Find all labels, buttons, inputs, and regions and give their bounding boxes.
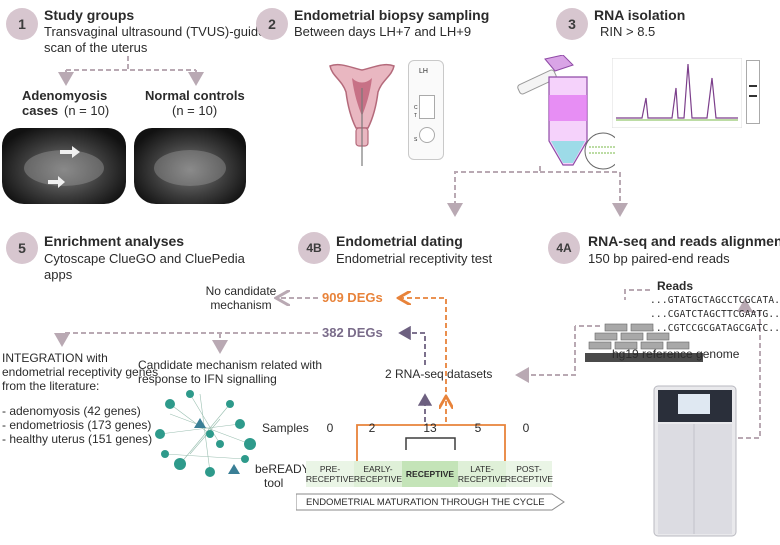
tool-label-line2: tool xyxy=(264,476,284,490)
lh-strip-label: LH xyxy=(419,68,428,75)
read-line-3: ...CGTCCGCGATAGCGATC.... xyxy=(650,323,780,334)
cases-count: (n = 10) xyxy=(64,103,110,118)
stage-receptive: RECEPTIVE xyxy=(402,461,458,487)
stage-pre-receptive: PRE-RECEPTIVE xyxy=(306,461,354,487)
ultrasound-control-image xyxy=(134,128,246,204)
deg382-to-integration-connector xyxy=(54,332,318,354)
stage-late-receptive: LATE-RECEPTIVE xyxy=(458,461,506,487)
receptive-bracket xyxy=(405,437,456,450)
step-4a-badge: 4A xyxy=(548,232,580,264)
step-4a-title: RNA-seq and reads alignment xyxy=(588,233,780,249)
integration-item-adenomyosis: - adenomyosis (42 genes) xyxy=(2,404,141,418)
step-5-badge: 5 xyxy=(6,232,38,264)
samples-label: Samples xyxy=(262,421,309,435)
integration-heading: INTEGRATION with endometrial receptivity… xyxy=(2,351,159,393)
tube-icon xyxy=(517,55,615,170)
step-4b-badge: 4B xyxy=(298,232,330,264)
sequencer-to-reads-connector xyxy=(624,289,761,439)
maturation-arrow xyxy=(296,493,565,511)
arrow-marker-icon xyxy=(60,146,80,158)
step-2-subtitle: Between days LH+7 and LH+9 xyxy=(294,24,472,39)
arrow-marker-icon xyxy=(48,176,65,188)
integration-item-healthy: - healthy uterus (151 genes) xyxy=(2,432,153,446)
strip-mark-c: C xyxy=(414,105,418,111)
step-1-badge: 1 xyxy=(6,8,38,40)
controls-label: Normal controls xyxy=(145,88,245,103)
step-2-badge: 2 xyxy=(256,8,288,40)
count-receptive: 13 xyxy=(423,421,437,435)
strip-mark-s: S xyxy=(414,137,418,143)
count-pre: 0 xyxy=(326,421,334,435)
strip-mark-t: T xyxy=(414,113,418,119)
step-5-title: Enrichment analyses xyxy=(44,233,185,249)
cases-label-line2: cases xyxy=(22,103,59,118)
deg909-arrows xyxy=(400,298,446,422)
alignment-to-datasets-connector xyxy=(515,325,600,383)
candidate-mechanism-label: Candidate mechanism related with respons… xyxy=(138,358,323,386)
sequencer-icon xyxy=(653,385,737,537)
integration-item-endometriosis: - endometriosis (173 genes) xyxy=(2,418,152,432)
network-graph-icon xyxy=(155,390,256,477)
reads-title: Reads xyxy=(657,279,694,293)
stage-early-receptive: EARLY-RECEPTIVE xyxy=(354,461,402,487)
orange-bracket xyxy=(356,424,506,462)
datasets-label: 2 RNA-seq datasets xyxy=(385,367,493,381)
rna-split-connector xyxy=(447,166,628,217)
step-4b-subtitle: Endometrial receptivity test xyxy=(336,251,493,266)
controls-count: (n = 10) xyxy=(172,103,218,118)
group-split-connector xyxy=(58,56,204,86)
stage-post-receptive: POST-RECEPTIVE xyxy=(505,461,553,487)
count-early: 2 xyxy=(368,421,376,435)
step-5-subtitle: Cytoscape ClueGO and CluePedia apps xyxy=(44,251,245,282)
step-4b-title: Endometrial dating xyxy=(336,233,463,249)
step-1-title: Study groups xyxy=(44,7,135,23)
uterus-icon xyxy=(329,63,395,166)
tool-label-line1: beREADY xyxy=(255,462,310,476)
step-1-subtitle: Transvaginal ultrasound (TVUS)-guided sc… xyxy=(44,24,273,55)
gel-lane-icon xyxy=(746,60,760,124)
deg909-label: 909 DEGs xyxy=(322,290,383,305)
no-candidate-label: No candidate mechanism xyxy=(205,284,277,312)
bioanalyzer-trace-icon xyxy=(612,58,742,128)
step-3-title: RNA isolation xyxy=(594,7,686,23)
step-4a-subtitle: 150 bp paired-end reads xyxy=(588,251,730,266)
ultrasound-adenomyosis-image xyxy=(2,128,126,204)
deg382-arrows xyxy=(398,325,433,422)
step-2-title: Endometrial biopsy sampling xyxy=(294,7,490,23)
read-line-2: ...CGATCTAGCTTCGAATG..... xyxy=(650,309,780,320)
lh-test-strip: LH C T S xyxy=(408,60,444,160)
cases-label-line1: Adenomyosis xyxy=(22,88,108,103)
count-post: 0 xyxy=(522,421,530,435)
step-3-badge: 3 xyxy=(556,8,588,40)
read-line-1: ...GTATGCTAGCCTCGCATA.... xyxy=(650,295,780,306)
count-late: 5 xyxy=(474,421,482,435)
deg382-label: 382 DEGs xyxy=(322,325,383,340)
reference-genome-label: hg19 reference genome xyxy=(612,347,740,361)
maturation-label: ENDOMETRIAL MATURATION THROUGH THE CYCLE xyxy=(306,497,545,508)
aligned-reads-icon xyxy=(585,323,703,362)
step-3-subtitle: RIN > 8.5 xyxy=(600,24,656,39)
